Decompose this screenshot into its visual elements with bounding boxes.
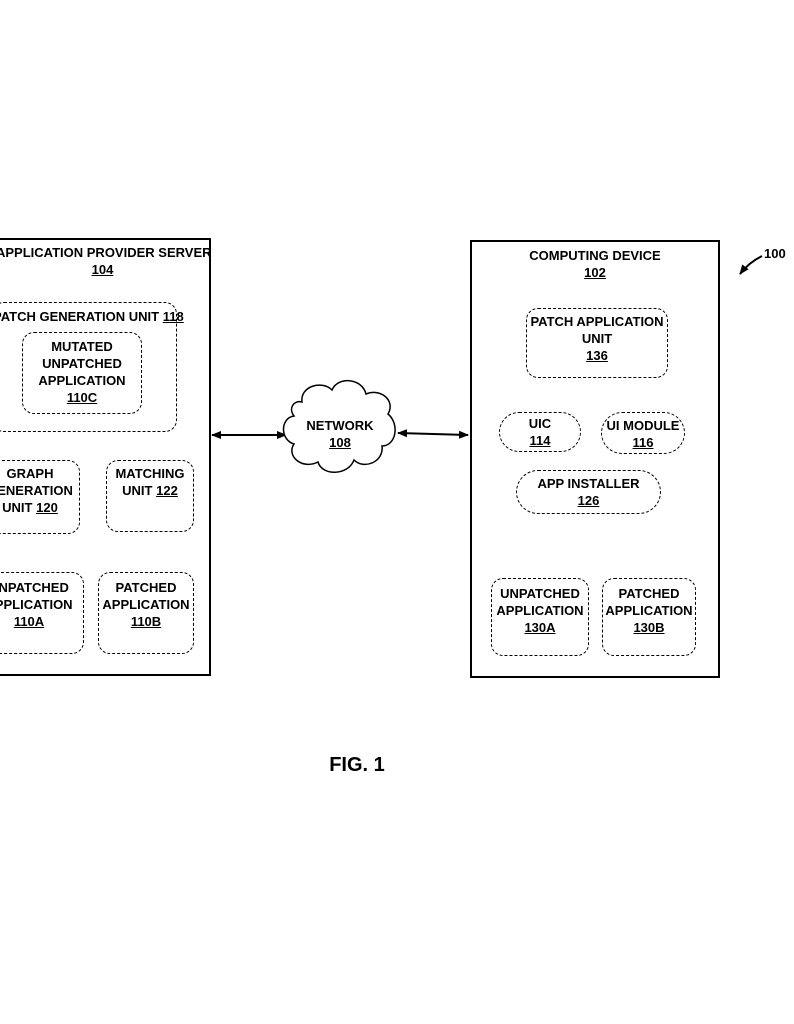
unpatched-110a-line2: APPLICATION: [0, 597, 73, 612]
matching-unit: MATCHING UNIT 122: [106, 460, 194, 532]
ui-module: UI MODULE 116: [601, 412, 685, 454]
app-installer: APP INSTALLER 126: [516, 470, 661, 514]
network-text: NETWORK: [306, 418, 374, 433]
installer-ref: 126: [577, 493, 600, 508]
matching-line1: MATCHING: [115, 466, 185, 481]
device-ref: 102: [584, 265, 606, 280]
installer-label: APP INSTALLER: [537, 476, 640, 491]
graph-line1: GRAPH: [6, 466, 54, 481]
patched-110b-ref: 110B: [130, 614, 162, 629]
patch-app-line1: PATCH APPLICATION: [530, 314, 664, 329]
mutated-line3: APPLICATION: [38, 373, 126, 388]
patched-application-110b: PATCHED APPLICATION 110B: [98, 572, 194, 654]
network-ref: 108: [329, 435, 351, 450]
patched-130b-ref: 130B: [633, 620, 665, 635]
uic-label: UIC: [528, 416, 552, 431]
network-cloud: [282, 380, 396, 473]
server-title: APPLICATION PROVIDER SERVER: [0, 245, 212, 260]
unpatched-application-130a: UNPATCHED APPLICATION 130A: [491, 578, 589, 656]
patched-130b-line2: APPLICATION: [605, 603, 693, 618]
figure-label: FIG. 1: [329, 754, 385, 776]
network-label: NETWORK 108: [300, 417, 380, 451]
graph-ref: 120: [36, 500, 58, 515]
graph-line3: UNIT: [2, 500, 33, 515]
unpatched-130a-line1: UNPATCHED: [500, 586, 580, 601]
graph-line2: GENERATION: [0, 483, 73, 498]
patched-application-130b: PATCHED APPLICATION 130B: [602, 578, 696, 656]
device-title: COMPUTING DEVICE: [529, 248, 661, 263]
patch-app-ref: 136: [586, 348, 608, 363]
graph-generation-unit: GRAPH GENERATION UNIT 120: [0, 460, 80, 534]
patched-110b-line1: PATCHED: [115, 580, 177, 595]
mutated-ref: 110C: [66, 390, 98, 405]
network-device-link: [397, 429, 469, 439]
ui-module-ref: 116: [632, 435, 654, 450]
patch-generation-unit-label: PATCH GENERATION UNIT: [0, 309, 160, 324]
mutated-line1: MUTATED: [51, 339, 113, 354]
system-ref: 100: [764, 246, 786, 261]
mutated-line2: UNPATCHED: [42, 356, 122, 371]
patch-generation-unit-ref: 118: [162, 309, 184, 324]
patch-app-line2: UNIT: [581, 331, 613, 346]
matching-line2: UNIT: [122, 483, 153, 498]
patched-110b-line2: APPLICATION: [102, 597, 190, 612]
uic: UIC 114: [499, 412, 581, 452]
ui-module-label: UI MODULE: [606, 418, 680, 433]
uic-ref: 114: [529, 433, 551, 448]
system-pointer-arrow: [739, 255, 763, 275]
server-ref: 104: [91, 262, 114, 277]
patched-130b-line1: PATCHED: [618, 586, 680, 601]
unpatched-130a-ref: 130A: [524, 620, 556, 635]
unpatched-110a-line1: UNPATCHED: [0, 580, 69, 595]
mutated-unpatched-application: MUTATED UNPATCHED APPLICATION 110C: [22, 332, 142, 414]
patch-application-unit: PATCH APPLICATION UNIT 136: [526, 308, 668, 378]
unpatched-110a-ref: 110A: [13, 614, 45, 629]
matching-ref: 122: [156, 483, 178, 498]
unpatched-application-110a: UNPATCHED APPLICATION 110A: [0, 572, 84, 654]
unpatched-130a-line2: APPLICATION: [496, 603, 584, 618]
